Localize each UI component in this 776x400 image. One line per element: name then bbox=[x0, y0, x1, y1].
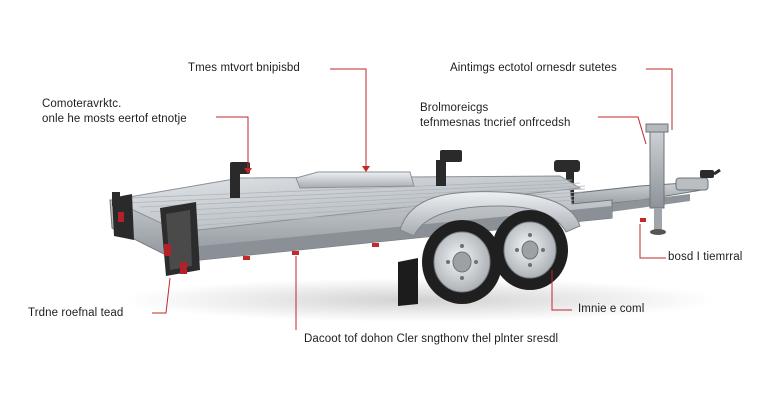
rear-ramps bbox=[112, 192, 200, 276]
callout-bottom: Dacoot tof dohon Cler sngthonv thel plnt… bbox=[304, 332, 558, 347]
leader-lower-left bbox=[152, 277, 171, 314]
callout-lower-left-line-1: Trdne roefnal tead bbox=[28, 307, 124, 319]
callout-mid-right-line-2: tefnmesnas tncrief onfrcedsh bbox=[420, 117, 571, 129]
leader-upper-left bbox=[216, 116, 249, 170]
callout-mid-right: Brolmoreicgs tefnmesnas tncrief onfrceds… bbox=[420, 101, 570, 131]
callout-upper-left: Comoteravrktc. onle he mosts eertof etno… bbox=[42, 97, 187, 127]
fender bbox=[399, 191, 581, 237]
callout-top-center-line-1: Tmes mtvort bnipisbd bbox=[188, 62, 300, 74]
rear-wheel bbox=[422, 220, 502, 304]
tie-down-left bbox=[230, 162, 250, 198]
leader-lines bbox=[152, 68, 673, 330]
leader-mid-right bbox=[598, 116, 647, 145]
callout-lower-right: Imnie e coml bbox=[578, 302, 644, 317]
mud-flap bbox=[398, 258, 418, 306]
callout-bottom-line-1: Dacoot tof dohon Cler sngthonv thel plnt… bbox=[304, 333, 559, 345]
front-wheel bbox=[492, 210, 568, 290]
callout-lower-left: Trdne roefnal tead bbox=[28, 306, 123, 321]
leader-top-center bbox=[330, 68, 367, 168]
callout-mid-right-line-1: Brolmoreicgs bbox=[420, 102, 489, 114]
callout-upper-left-line-2: onle he mosts eertof etnotje bbox=[42, 113, 187, 125]
callout-right: bosd I tiemrral bbox=[668, 250, 742, 265]
leader-right bbox=[639, 224, 666, 259]
tongue-jack bbox=[645, 123, 669, 235]
callout-top-right-line-1: Aintimgs ectotol ornesdr sutetes bbox=[450, 62, 617, 74]
callout-top-center: Tmes mtvort bnipisbd bbox=[188, 61, 300, 76]
tail-lights bbox=[118, 212, 187, 274]
front-rail bbox=[295, 171, 415, 189]
tie-down-right bbox=[436, 150, 462, 186]
callout-right-line-1: bosd I tiemrral bbox=[668, 251, 743, 263]
callout-lower-right-line-1: Imnie e coml bbox=[578, 303, 645, 315]
leader-arrowheads bbox=[244, 166, 370, 174]
ground-shadow bbox=[120, 278, 720, 322]
callout-top-right: Aintimgs ectotol ornesdr sutetes bbox=[450, 61, 617, 76]
marker-lights bbox=[243, 218, 646, 260]
leader-lower-right bbox=[551, 270, 572, 311]
callout-upper-left-line-1: Comoteravrktc. bbox=[42, 98, 122, 110]
leader-top-right bbox=[646, 68, 673, 130]
